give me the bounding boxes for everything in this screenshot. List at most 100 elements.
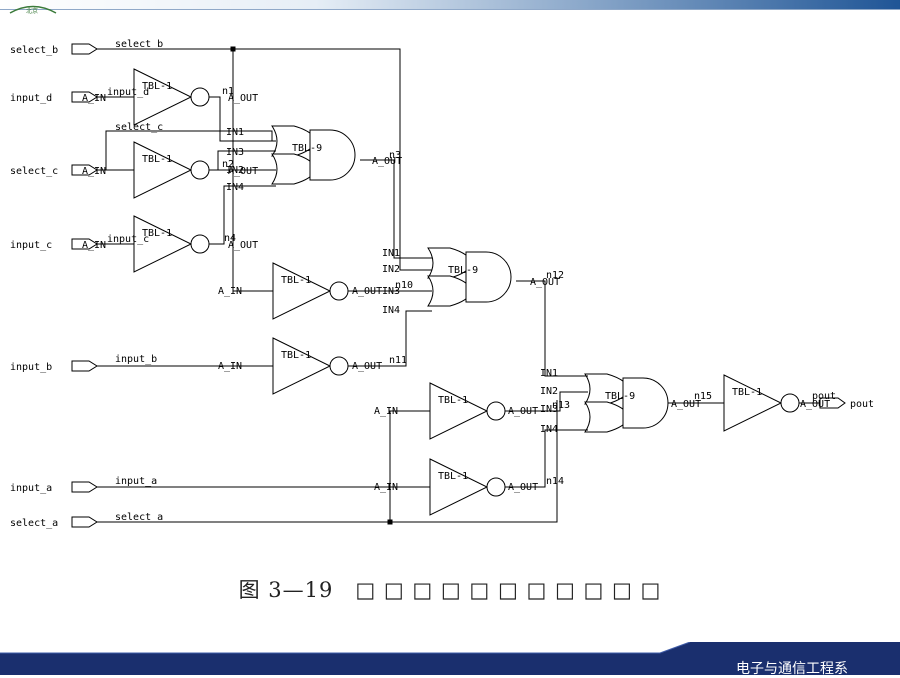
input-a-port <box>71 481 98 493</box>
pin-in1-2: IN1 <box>540 368 558 379</box>
select-b-port-label: select_b <box>10 45 58 56</box>
pin-in2-2: IN2 <box>540 386 558 397</box>
figure-caption: 图 3—19 □ □ □ □ □ □ □ □ □ □ □ <box>238 578 662 602</box>
labels-layer: select_binput_dselect_cinput_cinput_binp… <box>10 39 874 529</box>
pin-out-1: A_OUT <box>228 166 258 177</box>
net-n11: n11 <box>389 355 407 366</box>
select-c-port-label: select_c <box>10 166 58 177</box>
input-b-port <box>71 360 98 372</box>
pin-in3-1: IN3 <box>382 286 400 297</box>
inv-mid-triangle <box>272 262 332 320</box>
gates-layer <box>71 43 846 528</box>
net-input-a: input_a <box>115 476 157 487</box>
wire-n1 <box>209 96 276 142</box>
net-input-c: input_c <box>107 234 149 245</box>
select-b-port <box>71 43 98 55</box>
pin-in4-2: IN4 <box>540 424 558 435</box>
input-b-port-label: input_b <box>10 362 52 373</box>
gate-top-or-bottom <box>271 153 318 185</box>
pin-in1-1: IN1 <box>382 248 400 259</box>
pin-out-3: A_OUT <box>372 156 402 167</box>
input-d-port <box>71 91 98 103</box>
wire-n13 <box>505 391 588 412</box>
pin-in-5: A_IN <box>374 406 398 417</box>
inv-a-select-triangle <box>429 382 489 440</box>
inv-d-label: TBL-1 <box>142 81 172 92</box>
net-select-a: select_a <box>115 512 163 523</box>
pin-in-2: A_IN <box>82 240 106 251</box>
select-a-port <box>71 516 98 528</box>
net-n2: n2 <box>222 159 234 170</box>
inv-out-bubble <box>780 393 800 413</box>
pin-in-6: A_IN <box>374 482 398 493</box>
wire-select-a-drop <box>389 410 430 522</box>
inv-c-select-triangle <box>133 141 193 199</box>
inv-a-label: TBL-1 <box>438 471 468 482</box>
wire-n11 <box>348 310 432 367</box>
net-pout: pout <box>812 391 836 402</box>
logo-mark: 北京 <box>9 5 57 15</box>
inv-a-triangle <box>429 458 489 516</box>
pin-in3-2: IN3 <box>540 404 558 415</box>
gate-out-or-bottom <box>584 401 631 433</box>
pin-out-6: A_OUT <box>530 277 560 288</box>
net-n13: n13 <box>552 400 570 411</box>
inv-out-label: TBL-1 <box>732 387 762 398</box>
pin-out-8: A_OUT <box>508 482 538 493</box>
inv-b-bubble <box>329 356 349 376</box>
pin-in-4: A_IN <box>218 361 242 372</box>
inv-b-label: TBL-1 <box>281 350 311 361</box>
inv-a-select-bubble <box>486 401 506 421</box>
input-c-port <box>71 238 98 250</box>
net-select-c: select_c <box>115 122 163 133</box>
gate-mid-or-bottom <box>427 275 474 307</box>
gate-top-and <box>309 129 356 181</box>
gate-out-or-top <box>584 373 631 405</box>
net-n1: n1 <box>222 86 234 97</box>
wire-select-b <box>97 48 401 258</box>
gate-out-and <box>622 377 669 429</box>
inv-c-bubble <box>190 234 210 254</box>
inv-d-bubble <box>190 87 210 107</box>
pin-out-7: A_OUT <box>508 406 538 417</box>
wire-select-c-branch <box>105 130 273 170</box>
gate-top-label: TBL-9 <box>292 143 322 154</box>
logo: 北京 <box>6 0 60 15</box>
wire-n2a <box>209 150 276 171</box>
gate-out-label: TBL-9 <box>605 391 635 402</box>
inv-mid-label: TBL-1 <box>281 275 311 286</box>
pin-out-10: A_OUT <box>800 399 830 410</box>
pin-in2-1: IN2 <box>382 264 400 275</box>
net-n14: n14 <box>546 476 564 487</box>
pin-in1-0: IN1 <box>226 127 244 138</box>
inv-mid-bubble <box>329 281 349 301</box>
wire-n3b <box>399 258 432 271</box>
net-input-b: input_b <box>115 354 157 365</box>
wire-select-a <box>97 400 558 523</box>
inv-a-select-label: TBL-1 <box>438 395 468 406</box>
select-a-port-label: select_a <box>10 518 58 529</box>
pin-in3-0: IN3 <box>226 147 244 158</box>
net-n10: n10 <box>395 280 413 291</box>
pin-out-4: A_OUT <box>352 286 382 297</box>
pin-in2-0: IN2 <box>226 165 244 176</box>
net-n3: n3 <box>389 150 401 161</box>
inv-c-select-bubble <box>190 160 210 180</box>
pin-out-0: A_OUT <box>228 93 258 104</box>
gate-mid-label: TBL-9 <box>448 265 478 276</box>
top-banner <box>0 0 900 10</box>
pin-out-9: A_OUT <box>671 399 701 410</box>
pin-in-1: A_IN <box>82 166 106 177</box>
gate-top-or-top <box>271 125 318 157</box>
select-c-port <box>71 164 98 176</box>
pin-in-3: A_IN <box>218 286 242 297</box>
input-c-port-label: input_c <box>10 240 52 251</box>
wire-n12 <box>516 280 588 377</box>
inv-c-select-label: TBL-1 <box>142 154 172 165</box>
pout-port-label: pout <box>850 399 874 410</box>
inv-a-bubble <box>486 477 506 497</box>
logo-text: 北京 <box>26 7 38 15</box>
pin-in4-0: IN4 <box>226 182 244 193</box>
logic-schematic: select_binput_dselect_cinput_cinput_binp… <box>10 39 874 529</box>
net-n12: n12 <box>546 270 564 281</box>
